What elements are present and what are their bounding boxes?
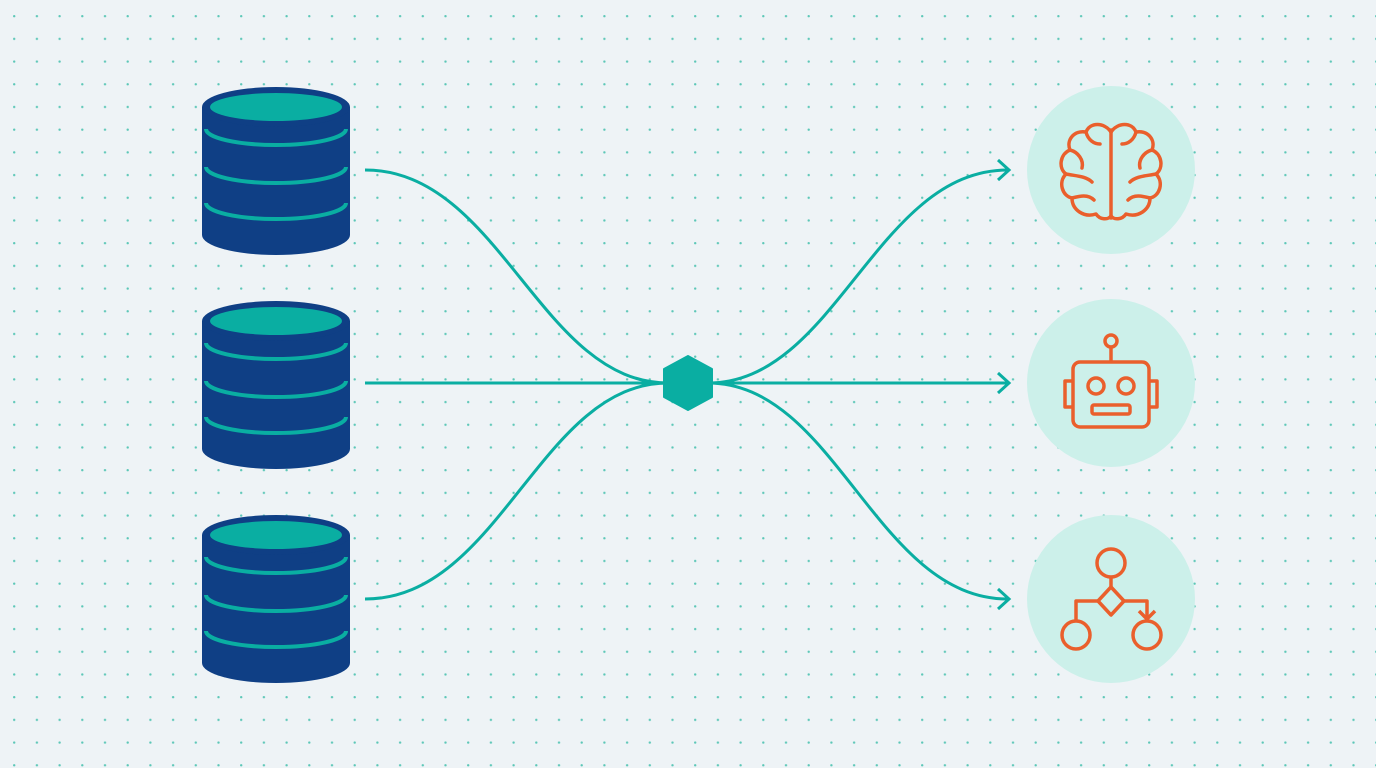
- connector-source-3: [364, 381, 669, 601]
- robot-icon: [1063, 333, 1159, 429]
- connector-target-3: [707, 381, 1009, 601]
- connector-source-1: [364, 168, 669, 385]
- target-circle-robot: [1027, 299, 1195, 467]
- arrowhead-icon: [996, 371, 1012, 395]
- database-icon: [200, 299, 352, 471]
- hexagon-icon: [663, 355, 713, 411]
- arrowhead-icon: [996, 158, 1012, 182]
- database-icon: [200, 513, 352, 685]
- brain-icon: [1059, 122, 1163, 221]
- connector-target-1: [707, 168, 1009, 385]
- target-circle-workflow: [1027, 515, 1195, 683]
- workflow-icon: [1060, 547, 1163, 651]
- database-icon: [200, 85, 352, 257]
- connectors: [364, 158, 1012, 611]
- arrowhead-icon: [996, 587, 1012, 611]
